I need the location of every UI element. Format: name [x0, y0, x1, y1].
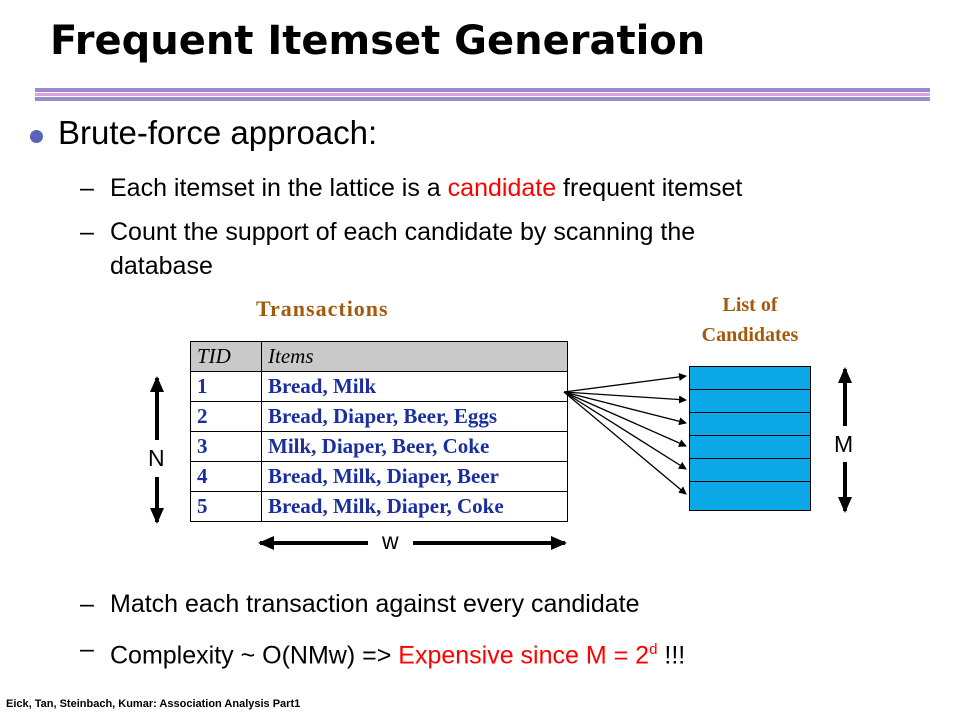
fan-arrows-icon: [563, 372, 687, 495]
main-bullet: Brute-force approach:: [58, 114, 378, 151]
candidates-title: List of Candidates: [680, 290, 820, 350]
row-items: Bread, Diaper, Beer, Eggs: [261, 401, 568, 432]
row-tid: 5: [190, 491, 262, 522]
candidate-box: [689, 366, 811, 390]
slide-title: Frequent Itemset Generation: [50, 18, 706, 64]
sub3-text: Match each transaction against every can…: [110, 590, 640, 618]
dash: –: [80, 590, 94, 618]
header-items: Items: [261, 341, 568, 372]
row-tid: 2: [190, 401, 262, 432]
sub4-highlight: Expensive since M = 2: [398, 641, 650, 670]
sub1-pre: Each itemset in the lattice is a: [110, 174, 448, 202]
sub2-line2: database: [110, 252, 213, 280]
candidate-box: [689, 481, 811, 511]
sub4-post: !!!: [657, 641, 686, 670]
table-row: 4 Bread, Milk, Diaper, Beer: [190, 461, 568, 492]
transactions-table: TID Items 1 Bread, Milk 2 Bread, Diaper,…: [190, 341, 568, 522]
label-n: N: [148, 445, 165, 471]
sub4-pre: Complexity ~ O(NMw) =>: [110, 641, 399, 670]
dot-bullet-icon: [30, 130, 43, 143]
header-tid: TID: [190, 341, 262, 372]
dash: –: [80, 635, 94, 663]
table-row: 5 Bread, Milk, Diaper, Coke: [190, 491, 568, 522]
candidates-title-line2: Candidates: [701, 324, 799, 346]
sub4-sup: d: [649, 641, 658, 658]
row-tid: 3: [190, 431, 262, 462]
table-row: 2 Bread, Diaper, Beer, Eggs: [190, 401, 568, 432]
dash: –: [80, 174, 94, 202]
sub2-line1: Count the support of each candidate by s…: [110, 218, 696, 246]
candidates-title-line1: List of: [722, 294, 778, 316]
candidate-box: [689, 389, 811, 413]
candidate-box: [689, 458, 811, 482]
label-m: M: [834, 431, 854, 457]
label-w: w: [382, 528, 399, 554]
sub1-highlight: candidate: [447, 174, 557, 202]
table-header-row: TID Items: [190, 341, 568, 372]
sub1-post: frequent itemset: [556, 174, 743, 202]
transactions-title: Transactions: [256, 296, 389, 321]
dash: –: [80, 218, 94, 246]
slide-footer: Eick, Tan, Steinbach, Kumar: Association…: [6, 698, 301, 710]
row-tid: 1: [190, 371, 262, 402]
row-items: Bread, Milk, Diaper, Coke: [261, 491, 568, 522]
